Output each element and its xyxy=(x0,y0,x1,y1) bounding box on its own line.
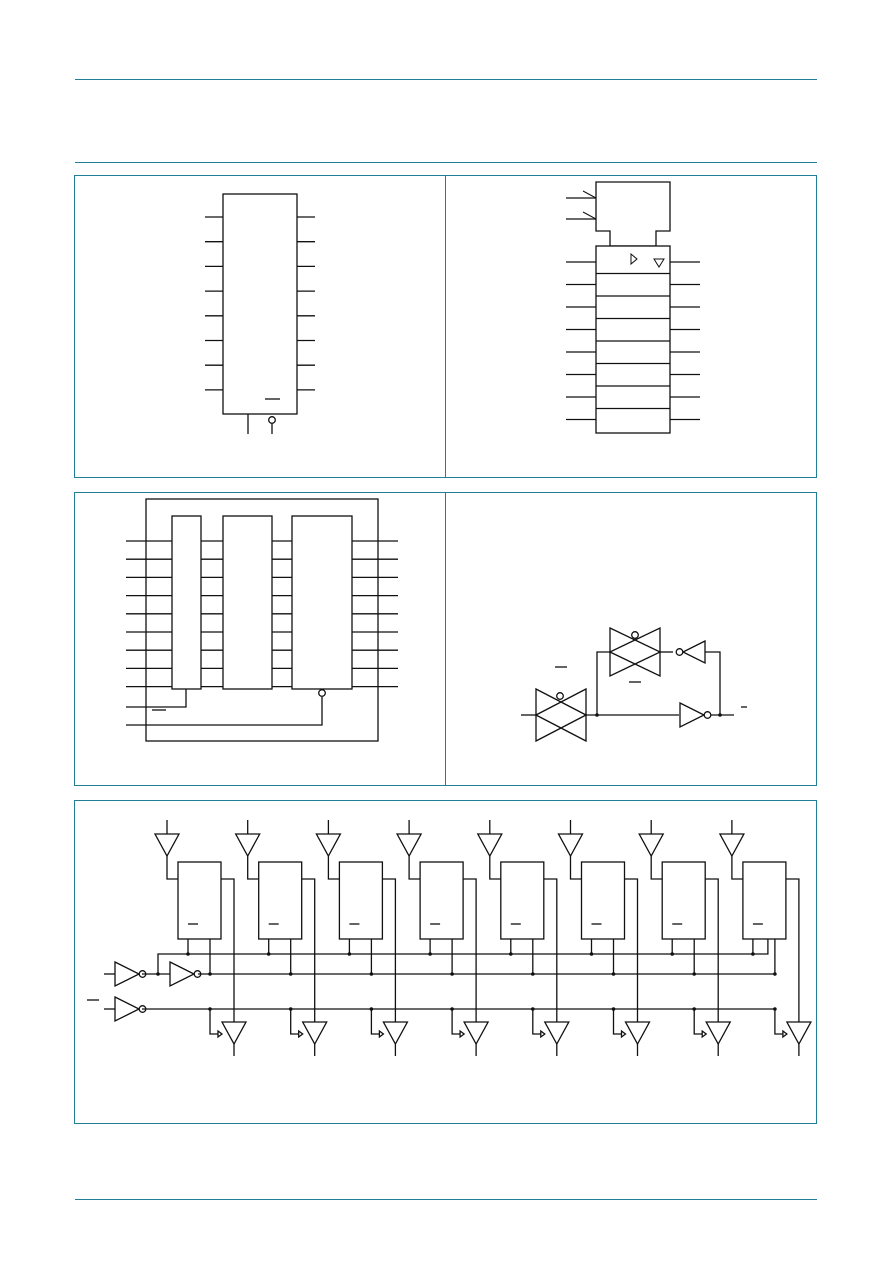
input-buffer xyxy=(557,833,584,858)
output-buffer xyxy=(382,1021,409,1046)
dynamic-indicator xyxy=(630,252,638,266)
input-buffer xyxy=(153,833,181,858)
transmission-gate-latch-diagram xyxy=(521,626,747,743)
enable-arrow xyxy=(620,1029,627,1039)
feedback-wire xyxy=(705,651,721,715)
output-enable-tap xyxy=(209,1009,222,1035)
latch-block xyxy=(661,861,706,940)
logic-symbol-body xyxy=(222,193,298,415)
polarity-indicator xyxy=(582,190,597,199)
feedback-wire xyxy=(596,651,610,715)
input-buffer-block xyxy=(171,515,202,690)
enable-arrow xyxy=(782,1029,788,1039)
input-buffer xyxy=(476,833,503,858)
enable-arrow xyxy=(298,1029,304,1039)
output-enable-tap xyxy=(451,1009,465,1035)
output-buffer xyxy=(543,1021,570,1046)
iec-data-block xyxy=(595,245,671,434)
latch-block xyxy=(258,861,303,940)
input-wire xyxy=(247,856,259,880)
iec-control-block xyxy=(595,181,671,247)
latch-block xyxy=(177,861,222,940)
latch-output-wire xyxy=(624,878,639,1022)
latch-output-wire xyxy=(221,878,235,1022)
latch-output-wire xyxy=(785,878,800,1022)
latch-output-wire xyxy=(382,878,397,1022)
input-buffer xyxy=(396,833,423,858)
output-buffer xyxy=(785,1021,812,1046)
iec-logic-symbol-diagram xyxy=(566,181,700,434)
le-second-inverter xyxy=(169,960,196,988)
enable-arrow xyxy=(701,1029,708,1039)
output-buffer xyxy=(705,1021,732,1046)
input-buffer xyxy=(234,833,261,858)
header-rule-bottom xyxy=(75,162,817,163)
output-enable-tap xyxy=(532,1009,545,1035)
latch-block xyxy=(580,861,626,940)
figure-row-3 xyxy=(74,800,817,1124)
output-enable-tap xyxy=(774,1009,787,1035)
latch-block xyxy=(500,861,545,940)
input-wire xyxy=(489,856,501,880)
output-inverter xyxy=(679,701,706,729)
output-enable-bubble xyxy=(268,416,276,424)
inversion-bubble xyxy=(703,711,712,719)
input-wire xyxy=(731,856,743,880)
input-buffer xyxy=(638,833,665,858)
logic-symbol-diagram xyxy=(205,193,315,434)
output-enable-tap xyxy=(290,1009,303,1035)
latch-block xyxy=(419,861,464,940)
input-wire xyxy=(569,856,582,880)
figure-row-1-divider xyxy=(445,175,446,478)
enable-arrow xyxy=(378,1029,385,1039)
octal-latch-logic-diagram xyxy=(87,820,812,1056)
latch-enable-bus xyxy=(157,939,769,974)
latch-output-wire xyxy=(301,878,316,1022)
input-wire xyxy=(650,856,663,880)
transmission-gate xyxy=(609,626,661,654)
input-buffer xyxy=(718,833,745,858)
transmission-gate xyxy=(535,713,587,743)
figure-row-2-divider xyxy=(445,492,446,786)
latch-block xyxy=(222,515,273,690)
output-buffer-block xyxy=(291,515,353,690)
gate-bubble xyxy=(556,692,564,700)
latch-output-wire xyxy=(543,878,558,1022)
output-enable-tap xyxy=(693,1009,707,1035)
output-buffer xyxy=(463,1021,490,1046)
output-enable-bubble xyxy=(318,689,326,697)
three-state-indicator xyxy=(653,258,665,268)
le-input-inverter xyxy=(114,960,141,988)
latch-block xyxy=(338,861,384,940)
output-enable-tap xyxy=(370,1009,384,1035)
output-enable-tap xyxy=(612,1009,626,1035)
transmission-gate xyxy=(609,650,661,678)
input-wire xyxy=(166,856,178,880)
enable-arrow xyxy=(540,1029,546,1039)
latch-block xyxy=(742,861,787,940)
inversion-bubble xyxy=(675,648,684,656)
latch-output-wire xyxy=(705,878,719,1022)
latch-output-wire xyxy=(463,878,477,1022)
gate-bubble xyxy=(631,631,639,639)
output-buffer xyxy=(220,1021,248,1046)
output-buffer xyxy=(301,1021,328,1046)
enable-arrow xyxy=(217,1029,224,1039)
input-wire xyxy=(408,856,421,880)
oe-input-inverter xyxy=(114,995,141,1023)
transmission-gate xyxy=(535,687,587,717)
footer-rule xyxy=(75,1199,817,1200)
output-enable-line xyxy=(126,697,323,726)
polarity-indicator xyxy=(582,211,597,220)
latch-enable-line xyxy=(126,689,187,708)
functional-diagram xyxy=(126,498,398,742)
input-wire xyxy=(327,856,340,880)
header-rule-top xyxy=(75,79,817,80)
input-buffer xyxy=(315,833,342,858)
feedback-inverter xyxy=(681,639,706,665)
enable-arrow xyxy=(459,1029,466,1039)
output-buffer xyxy=(624,1021,651,1046)
